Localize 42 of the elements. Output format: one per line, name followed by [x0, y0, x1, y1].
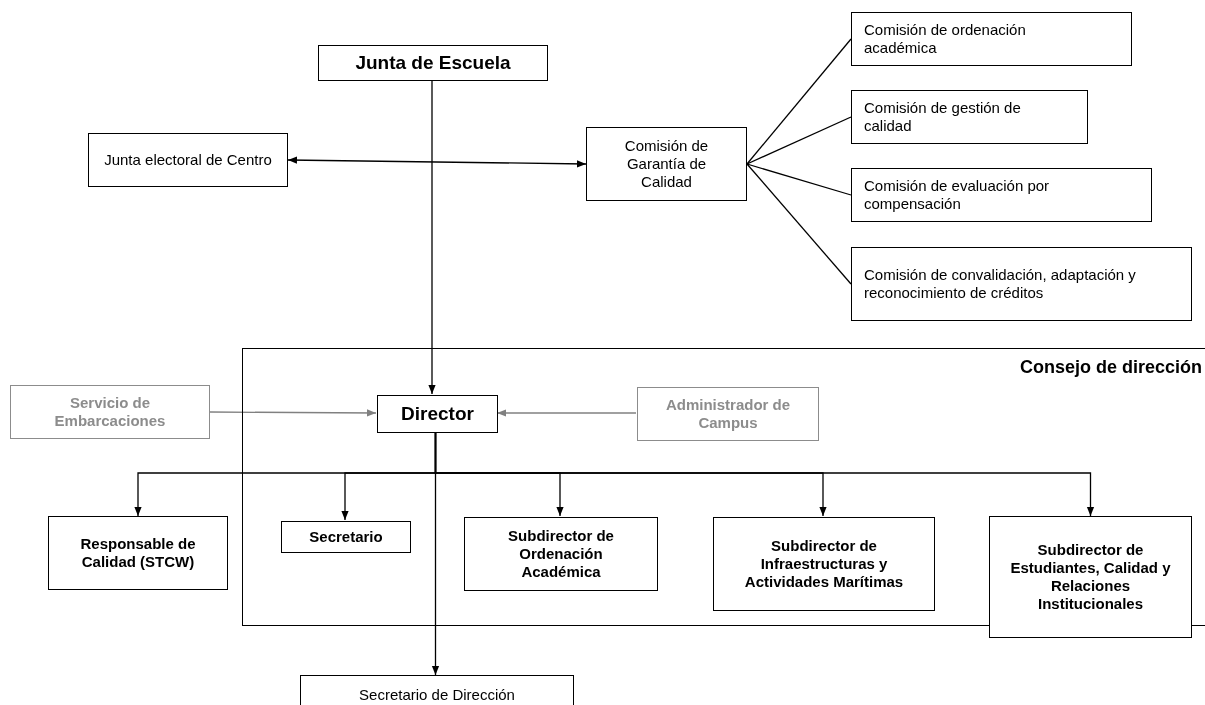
unit-name: Comisión de Garantía de Calidad: [623, 137, 710, 191]
connector-line: [746, 163, 852, 196]
unit-name: Secretario: [309, 528, 383, 546]
unit-name: Junta de Escuela: [355, 51, 511, 75]
arrow: [209, 409, 377, 417]
unit-name: Comisión de ordenación académica: [864, 21, 1027, 57]
org-unit-box: [989, 516, 1192, 638]
org-unit-box: [637, 387, 819, 441]
unit-name: Director: [401, 402, 474, 426]
org-unit-box: [851, 90, 1088, 144]
arrow: [431, 431, 440, 676]
group-heading: Consejo de dirección: [1019, 357, 1202, 379]
arrow: [496, 409, 637, 417]
unit-name: Comisión de evaluación por compensación: [864, 177, 1051, 213]
unit-name: Secretario de Dirección: [359, 686, 515, 704]
org-unit-box: [713, 517, 935, 611]
arrow: [428, 80, 436, 395]
unit-name: Responsable de Calidad (STCW): [79, 535, 197, 571]
unit-name: Comisión de convalidación, adaptación y reconocimiento de créditos: [864, 266, 1137, 302]
governing-board-box: [318, 45, 548, 81]
org-unit-box: [851, 247, 1192, 321]
connector-line: [746, 38, 852, 165]
unit-name: Subdirector de Ordenación Académica: [507, 527, 615, 581]
org-unit-box: [48, 516, 228, 590]
org-unit-box: [851, 12, 1132, 66]
org-unit-box: [300, 675, 574, 705]
arrow: [287, 156, 587, 168]
unit-name: Subdirector de Infraestructuras y Actividades Marítimas: [743, 537, 905, 591]
connector-line: [746, 116, 852, 165]
connector-line: [746, 163, 852, 285]
unit-name: Comisión de gestión de calidad: [864, 99, 1022, 135]
org-unit-box: [88, 133, 288, 187]
unit-name: Junta electoral de Centro: [104, 151, 272, 169]
org-unit-box: [851, 168, 1152, 222]
org-unit-box: [586, 127, 747, 201]
org-unit-box: [377, 395, 498, 433]
unit-name: Administrador de Campus: [664, 396, 792, 432]
org-unit-box: [10, 385, 210, 439]
org-unit-box: [464, 517, 658, 591]
unit-name: Servicio de Embarcaciones: [53, 394, 167, 430]
org-unit-box: [281, 521, 411, 553]
unit-name: Subdirector de Estudiantes, Calidad y Relaciones Institucionales: [1009, 541, 1172, 613]
